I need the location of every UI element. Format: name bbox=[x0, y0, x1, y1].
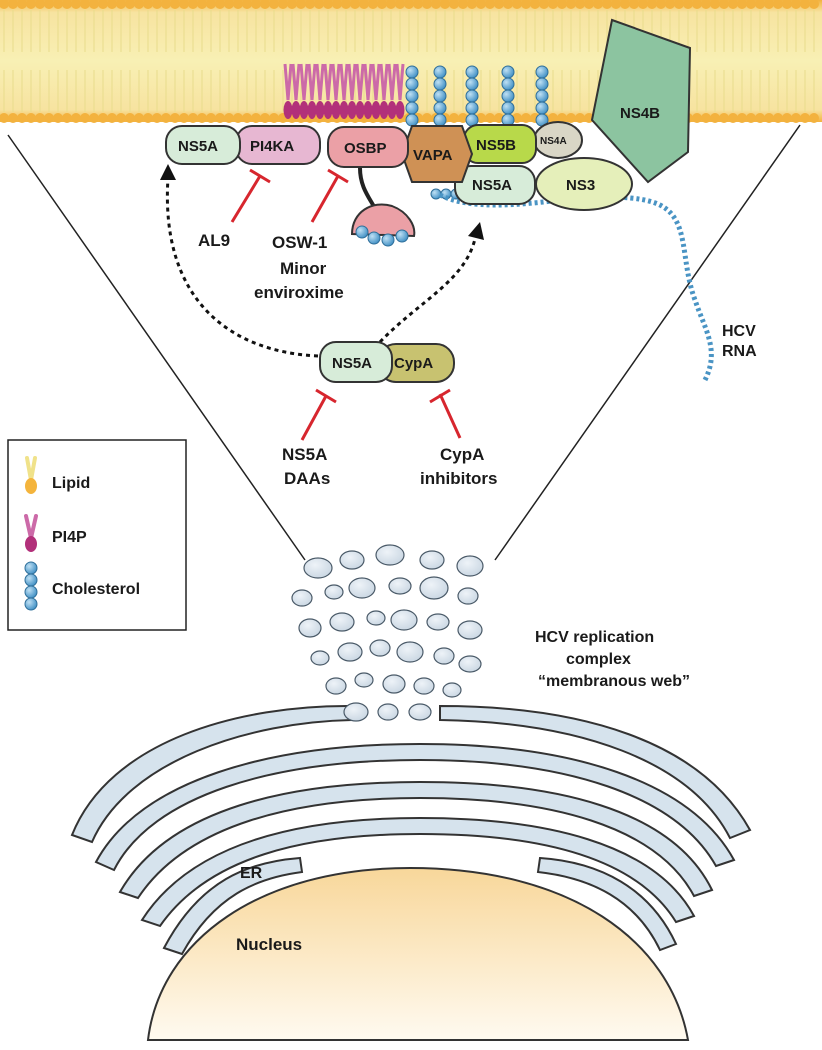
web-label-line1: HCV replication bbox=[535, 629, 654, 646]
pi4ka-label: PI4KA bbox=[250, 138, 294, 155]
zoom-line-left bbox=[7, 134, 306, 561]
cypa-label: CypA bbox=[394, 355, 433, 372]
ns5a-daas-line1: NS5A bbox=[282, 445, 327, 464]
endoplasmic-reticulum bbox=[70, 704, 752, 956]
osw1-label: OSW-1 bbox=[272, 233, 327, 252]
osbp-label: OSBP bbox=[344, 140, 387, 157]
ns5a-complex-label: NS5A bbox=[472, 177, 512, 194]
cypa-inhibitors-line1: CypA bbox=[440, 445, 484, 464]
ns5a-left-label: NS5A bbox=[178, 138, 218, 155]
osbp-bound-cholesterol bbox=[355, 225, 409, 247]
ns5b-label: NS5B bbox=[476, 137, 516, 154]
dotted-arrow-to-pi4ka bbox=[165, 177, 319, 358]
osw1-inhibition-arrow bbox=[310, 168, 349, 223]
dotted-arrow-to-complex bbox=[378, 233, 478, 344]
cholesterol-stacks bbox=[405, 65, 549, 200]
ns5a-complex-protein bbox=[454, 165, 536, 205]
web-label-line3: “membranous web” bbox=[538, 673, 690, 690]
pi4p-cluster bbox=[283, 63, 405, 119]
legend-lipid-label: Lipid bbox=[52, 475, 90, 492]
cypa-inhibitor-inhibition-arrow bbox=[429, 388, 462, 439]
cypa-inhibitors-line2: inhibitors bbox=[420, 469, 497, 488]
legend: Lipid PI4P Cholesterol bbox=[7, 439, 187, 631]
membranous-web bbox=[291, 544, 484, 722]
al9-inhibition-arrow bbox=[230, 168, 271, 223]
legend-cholesterol-label: Cholesterol bbox=[52, 581, 140, 598]
hcv-rna-strand bbox=[438, 192, 714, 382]
lipid-icon bbox=[25, 456, 37, 494]
ns5a-left-protein bbox=[165, 125, 241, 165]
osbp-lipid-domain bbox=[350, 203, 416, 238]
al9-label: AL9 bbox=[198, 231, 230, 250]
er-label: ER bbox=[240, 865, 263, 882]
web-label-line2: complex bbox=[566, 651, 631, 668]
hcv-rna-label-line1: HCV bbox=[722, 323, 756, 340]
cholesterol-icon bbox=[24, 561, 38, 611]
arrowhead-right bbox=[468, 222, 484, 240]
minor-enviroxime-line2: enviroxime bbox=[254, 283, 344, 302]
ns4b-protein bbox=[590, 18, 692, 184]
ns5a-center-label: NS5A bbox=[332, 355, 372, 372]
pi4p-icon bbox=[24, 514, 38, 552]
minor-enviroxime-line1: Minor bbox=[280, 259, 327, 278]
vapa-label: VAPA bbox=[413, 147, 453, 164]
ns5a-daas-line2: DAAs bbox=[284, 469, 330, 488]
ns5a-center-protein bbox=[319, 341, 393, 383]
ns3-label: NS3 bbox=[566, 177, 595, 194]
legend-pi4p-label: PI4P bbox=[52, 529, 87, 546]
zoom-line-right bbox=[494, 124, 801, 561]
nucleus-label: Nucleus bbox=[236, 935, 302, 954]
ns4a-label: NS4A bbox=[540, 136, 567, 147]
osbp-protein bbox=[327, 126, 409, 168]
legend-box bbox=[7, 439, 187, 631]
ns5a-daa-inhibition-arrow bbox=[300, 388, 337, 441]
hcv-rna-label-line2: RNA bbox=[722, 343, 757, 360]
ns4b-label: NS4B bbox=[620, 105, 660, 122]
arrowhead-left bbox=[160, 164, 176, 180]
nucleus bbox=[146, 866, 690, 1041]
